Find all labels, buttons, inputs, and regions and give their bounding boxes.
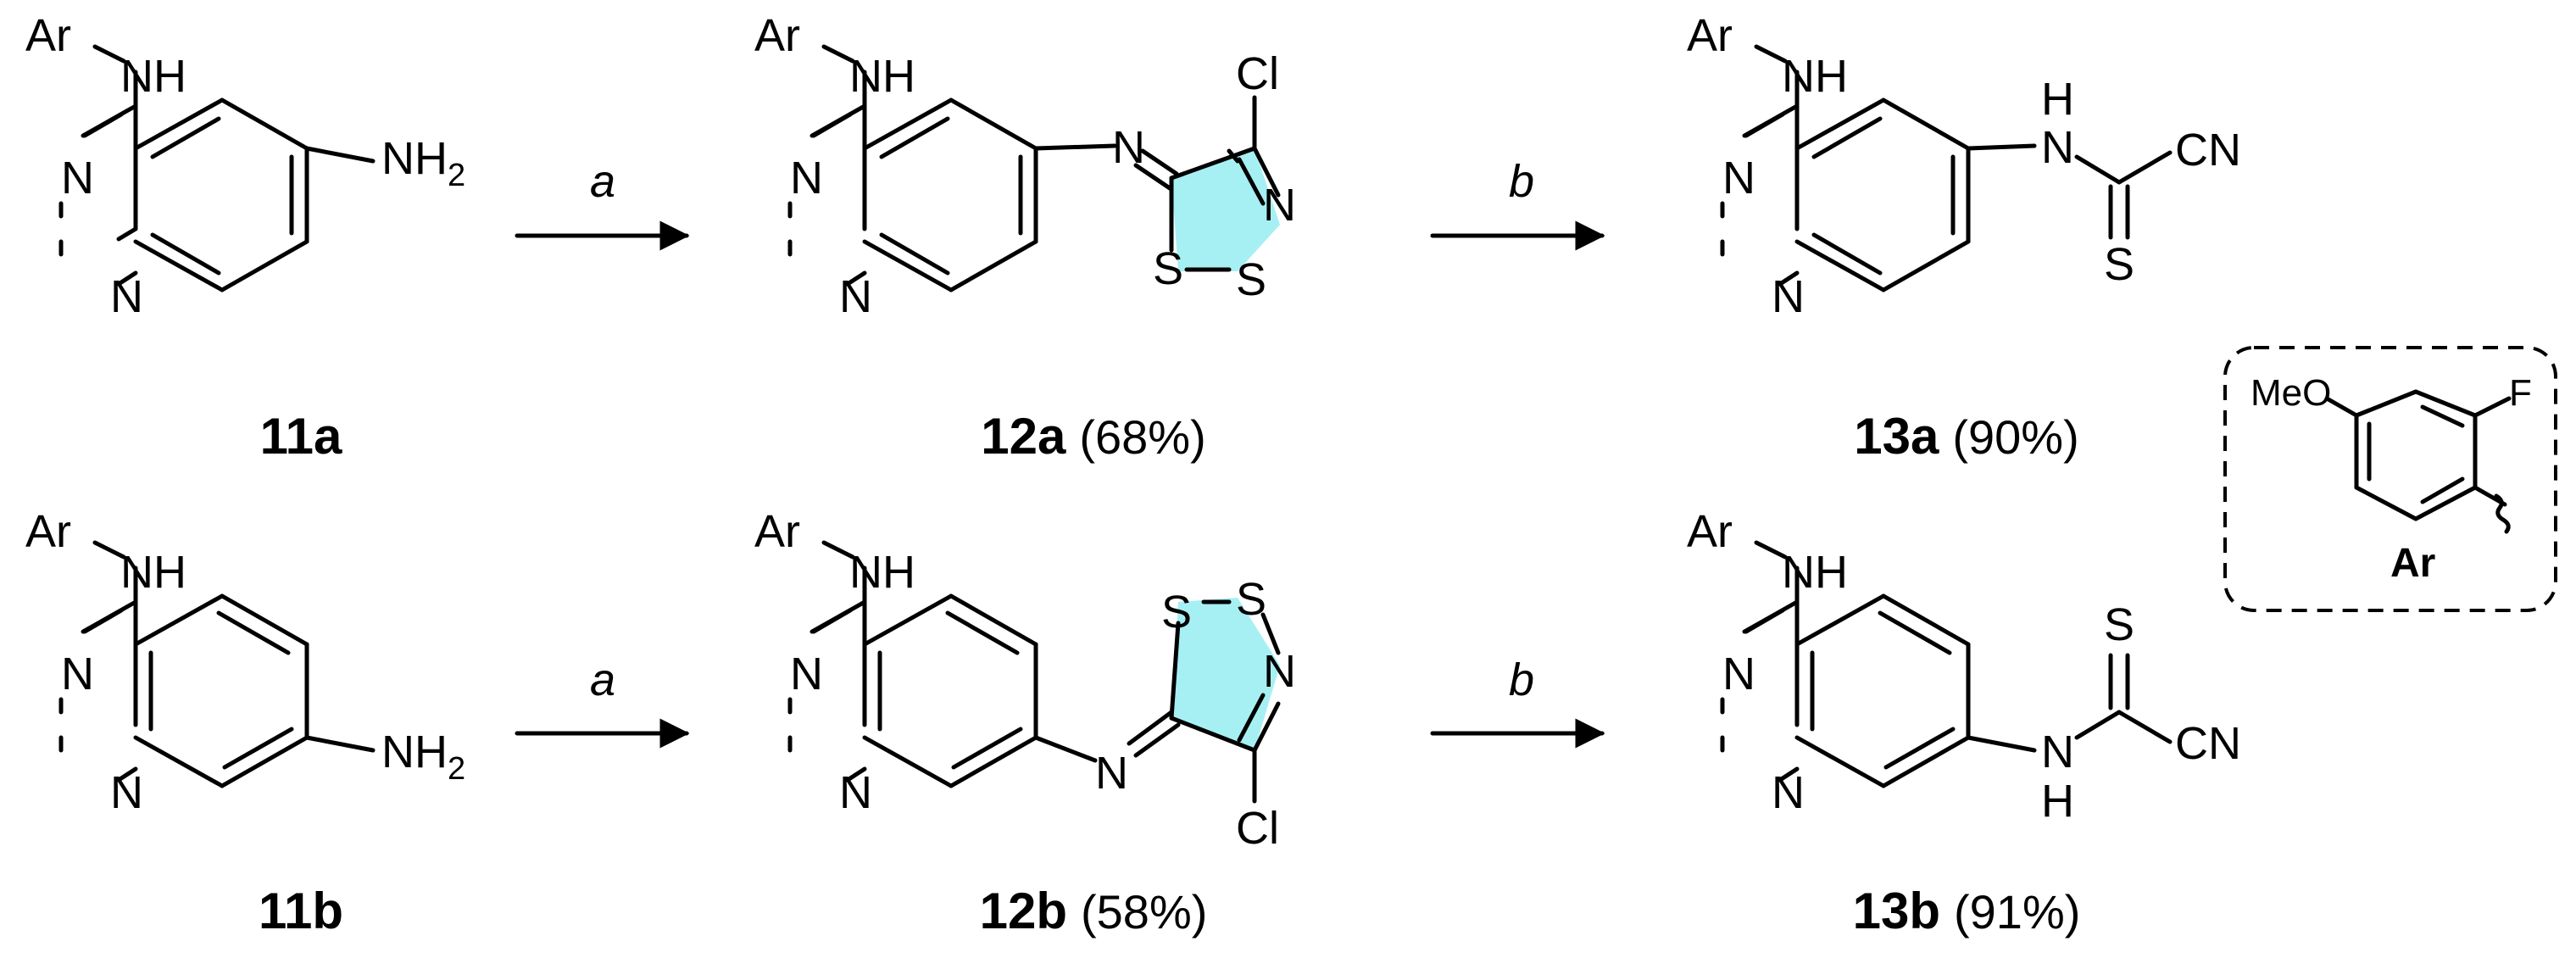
reaction-arrow-b-row2: b: [1430, 654, 1605, 749]
n-label: N: [110, 271, 143, 322]
reagent-a-label: a: [590, 156, 615, 207]
n-label: N: [1722, 649, 1755, 699]
nh-label: NH: [1782, 547, 1848, 598]
h-label: H: [2041, 776, 2074, 827]
n-label: N: [1772, 271, 1805, 322]
ar-label: Ar: [25, 10, 71, 61]
reagent-b-label: b: [1509, 156, 1534, 207]
imine-n-label: N: [1095, 748, 1128, 799]
compound-label-11b: 11b: [259, 883, 343, 939]
nh2-label: NH2: [381, 727, 465, 787]
ar-label: Ar: [754, 506, 800, 557]
nh2-label: NH2: [381, 133, 465, 193]
n-label: N: [839, 767, 872, 818]
nh-label: NH: [120, 51, 186, 102]
n-label: N: [2041, 122, 2074, 173]
ar-label: Ar: [754, 10, 800, 61]
nh-label: NH: [120, 547, 186, 598]
ar-box-label: Ar: [2390, 541, 2435, 586]
ar-definition-box: MeO F Ar: [2223, 346, 2557, 612]
n-label: N: [790, 649, 823, 699]
compound-13b-structure: Ar NH N N N H CN S: [1687, 506, 2241, 827]
n-label: N: [61, 649, 94, 699]
n-label: N: [1263, 646, 1296, 697]
dithiazole-ring-highlight: [1171, 148, 1280, 271]
cn-label: CN: [2175, 125, 2241, 175]
compound-label-13b: 13b(91%): [1853, 883, 2081, 939]
nh-label: NH: [849, 547, 915, 598]
cl-label: Cl: [1236, 48, 1279, 99]
nh-label: NH: [1782, 51, 1848, 102]
h-label: H: [2041, 74, 2074, 125]
n-label: N: [1722, 153, 1755, 203]
ar-label: Ar: [25, 506, 71, 557]
s-label: S: [1236, 254, 1266, 305]
s-label: S: [1153, 243, 1183, 294]
nh-label: NH: [849, 51, 915, 102]
n-label: N: [2041, 727, 2074, 777]
s-label: S: [1161, 587, 1192, 638]
reaction-arrow-a-row2: a: [515, 654, 690, 749]
reagent-b-label: b: [1509, 654, 1534, 705]
n-label: N: [61, 153, 94, 203]
compound-11a-structure: Ar NH N N NH2: [25, 10, 465, 322]
n-label: N: [1263, 180, 1296, 231]
meo-label: MeO: [2251, 372, 2331, 414]
compound-11b-structure: Ar NH N N NH2: [25, 506, 465, 818]
cn-label: CN: [2175, 718, 2241, 769]
compound-label-12a: 12a(68%): [981, 408, 1206, 465]
compound-12a-structure: Ar NH N N N N Cl S S: [754, 10, 1296, 322]
f-label: F: [2509, 372, 2532, 414]
ar-label: Ar: [1687, 506, 1733, 557]
s-label: S: [1236, 574, 1266, 625]
n-label: N: [110, 767, 143, 818]
compound-label-13a: 13a(90%): [1854, 408, 2079, 465]
s-label: S: [2104, 239, 2134, 290]
compound-13a-structure: Ar NH N N N H CN S: [1687, 10, 2241, 322]
n-label: N: [839, 271, 872, 322]
reagent-a-label: a: [590, 654, 615, 705]
ar-label: Ar: [1687, 10, 1733, 61]
compound-12b-structure: Ar NH N N N N Cl S S: [754, 506, 1296, 854]
compound-label-11a: 11a: [260, 408, 342, 465]
cl-label: Cl: [1236, 803, 1279, 854]
reaction-arrow-a-row1: a: [515, 156, 690, 251]
compound-label-12b: 12b(58%): [980, 883, 1208, 939]
n-label: N: [790, 153, 823, 203]
n-label: N: [1772, 767, 1805, 818]
imine-n-label: N: [1112, 122, 1145, 173]
reaction-arrow-b-row1: b: [1430, 156, 1605, 251]
s-label: S: [2104, 599, 2134, 650]
